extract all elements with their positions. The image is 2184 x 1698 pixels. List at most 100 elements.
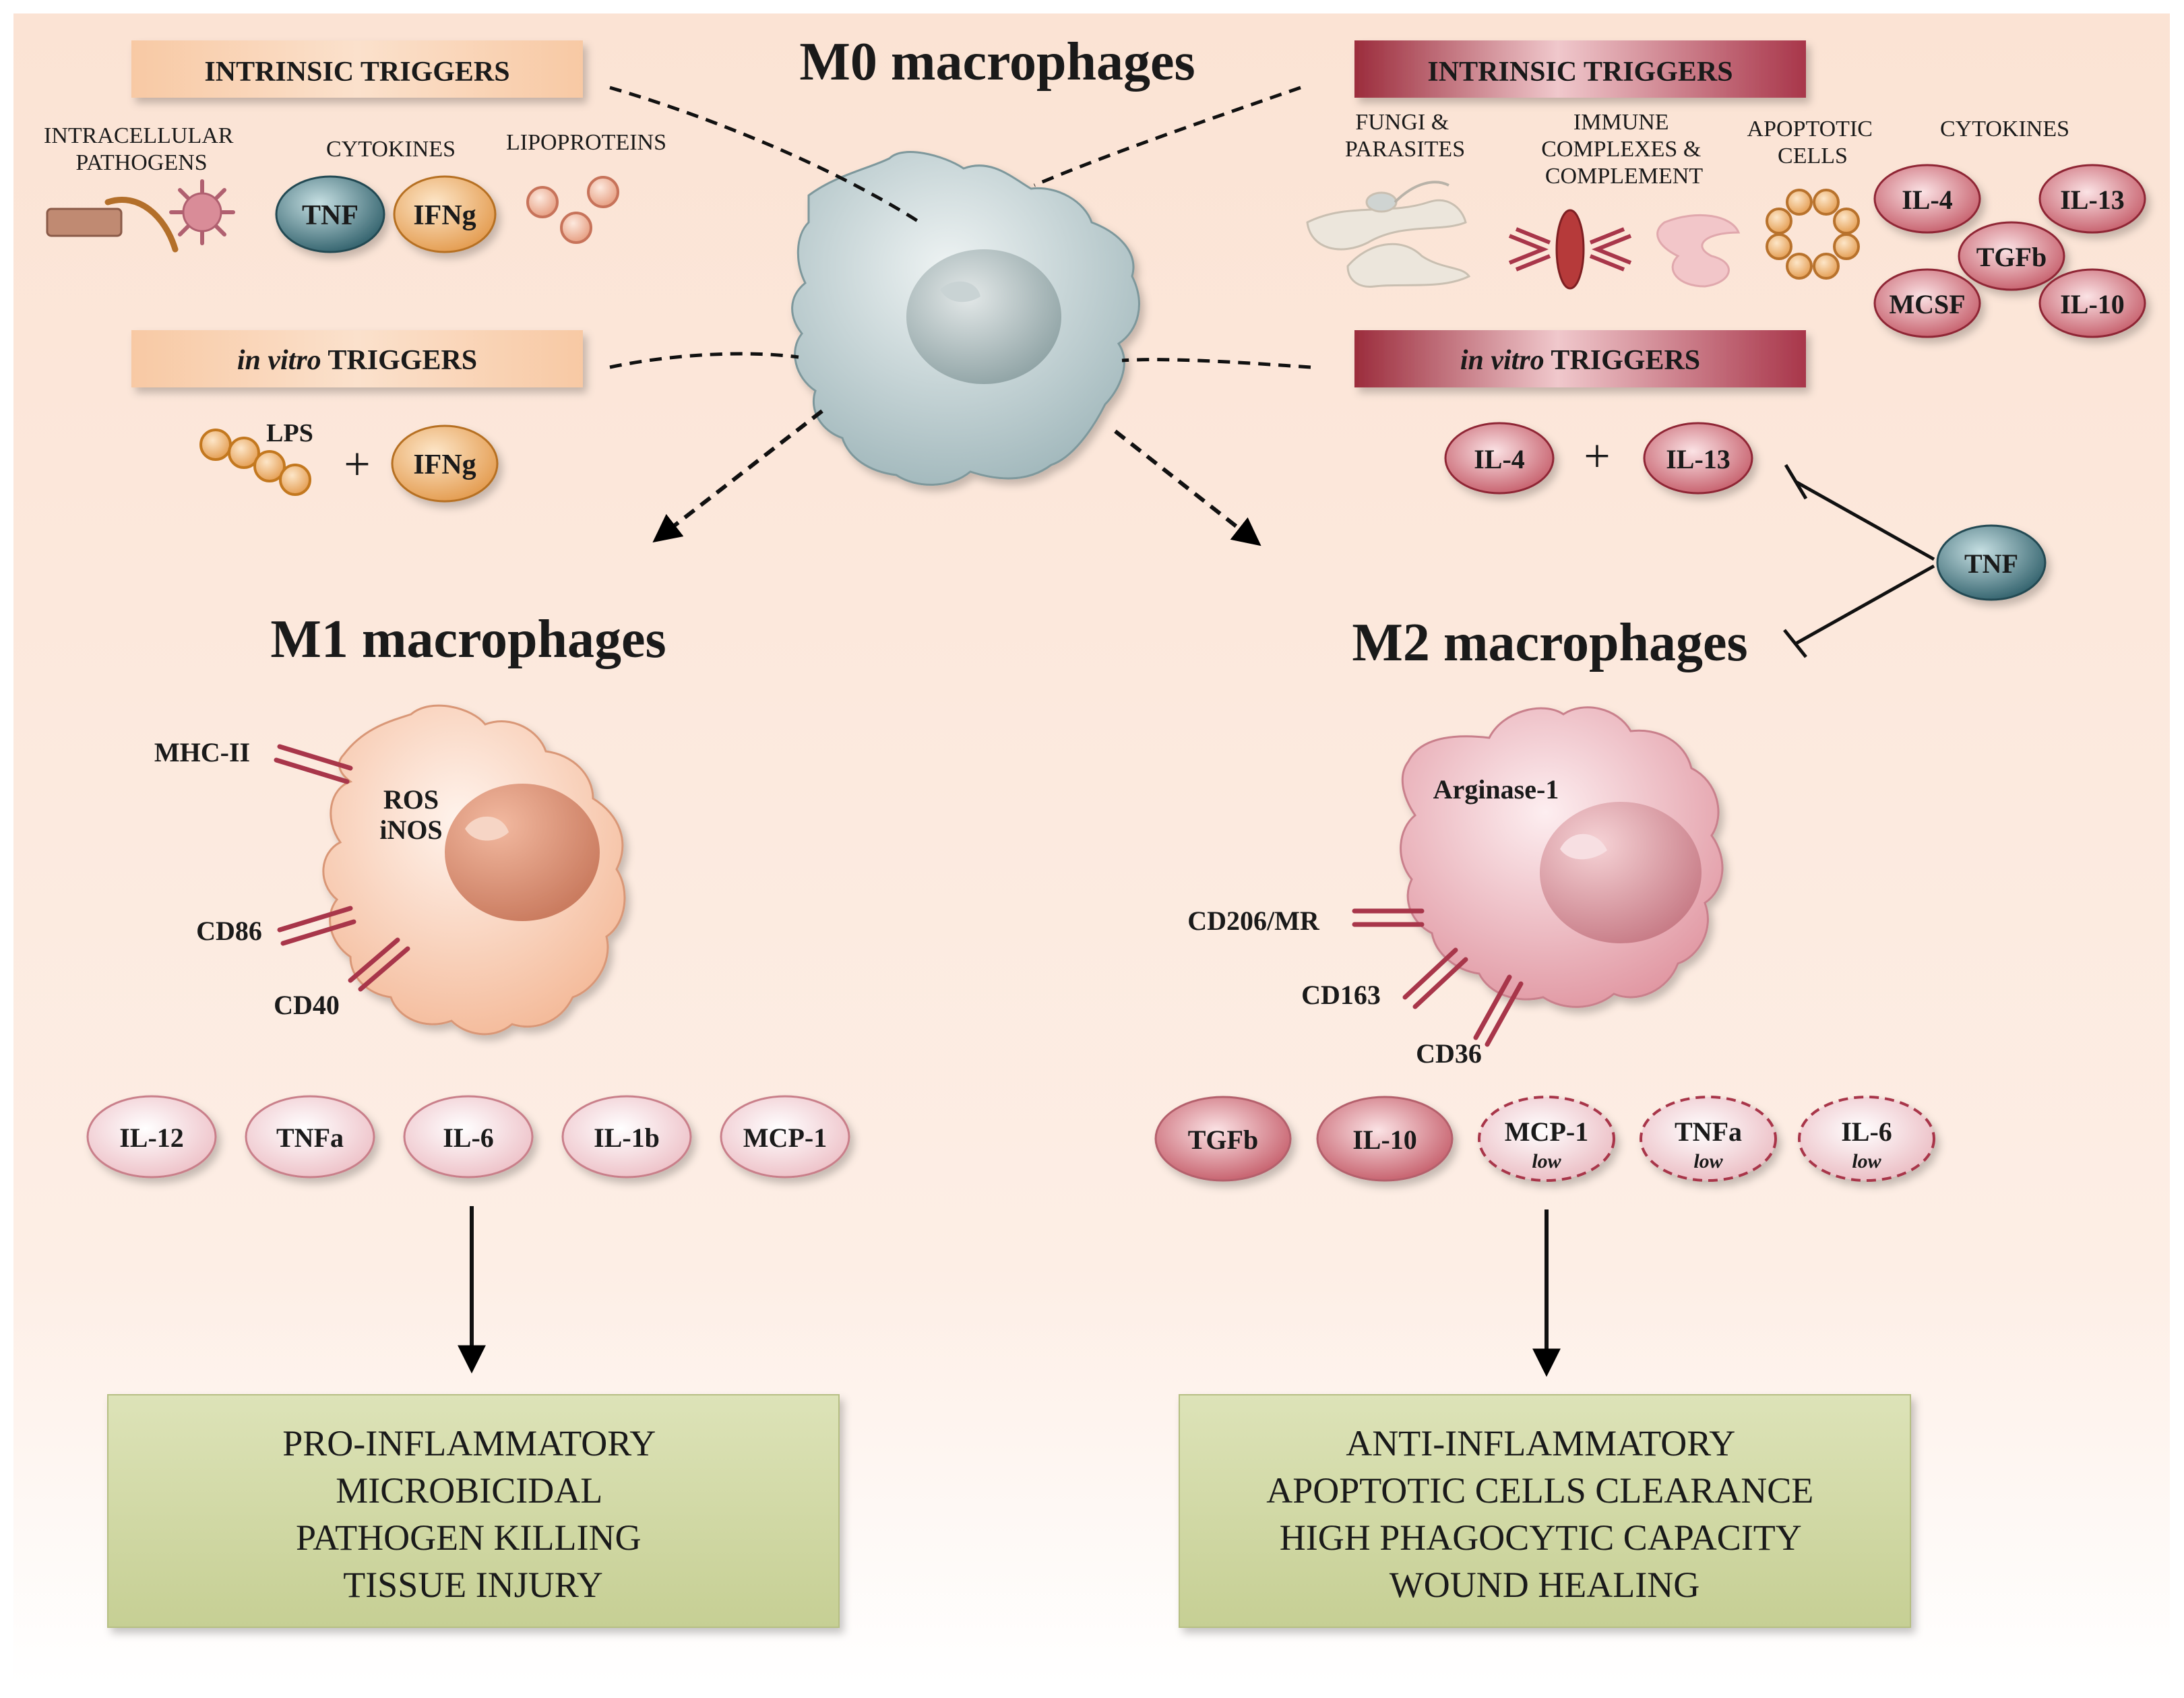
cytokine-il4: IL-4: [1873, 164, 1981, 234]
m1-nucleus: [445, 784, 600, 921]
m2-cd163-label: CD163: [1301, 980, 1381, 1010]
left-cytokines-label: CYTOKINES: [326, 137, 456, 162]
lipoproteins-icon: [526, 176, 619, 244]
svg-text:IL-10: IL-10: [1352, 1125, 1417, 1155]
m1-title: M1 macrophages: [270, 610, 666, 669]
svg-text:TGFb: TGFb: [1976, 242, 2047, 272]
m1-cytokine-il6: IL-6: [403, 1095, 534, 1178]
ifng-badge-invitro: IFNg: [391, 425, 499, 503]
m2-cytokine-mcp1-low: MCP-1 low: [1478, 1096, 1615, 1182]
m1-cytokine-il1b: IL-1b: [561, 1095, 692, 1178]
svg-text:low: low: [1852, 1150, 1881, 1172]
right-intrinsic-triggers-label: INTRINSIC TRIGGERS: [1354, 40, 1806, 98]
svg-text:TNFa: TNFa: [276, 1123, 344, 1153]
m1-mhc-label: MHC-II: [154, 737, 250, 767]
svg-text:in vitro TRIGGERS: in vitro TRIGGERS: [237, 345, 477, 376]
m1-ros-label: ROS: [383, 784, 439, 815]
m2-title: M2 macrophages: [1352, 613, 1747, 672]
right-intrinsic-triggers-text: INTRINSIC TRIGGERS: [1427, 57, 1733, 88]
svg-text:IL-4: IL-4: [1474, 444, 1525, 474]
m2-macrophage-cell: [1400, 706, 1724, 1008]
svg-text:TGFb: TGFb: [1188, 1125, 1258, 1155]
svg-text:MCP-1: MCP-1: [743, 1123, 827, 1153]
immune-complexes-label: IMMUNE COMPLEXES & COMPLEMENT: [1541, 110, 1707, 189]
intracellular-pathogens-label: INTRACELLULAR PATHOGENS: [44, 123, 239, 175]
immune-complexes-icon: [1508, 209, 1741, 290]
cytokine-il10: IL-10: [2038, 268, 2146, 338]
m2-cytokine-tgfb: TGFb: [1154, 1096, 1292, 1182]
ifng-text: IFNg: [413, 200, 476, 231]
right-cytokine-cluster: IL-4 IL-13 TGFb MCSF IL-10: [1873, 164, 2146, 338]
svg-text:IL-4: IL-4: [1902, 185, 1953, 215]
cytokine-il13: IL-13: [2038, 164, 2146, 234]
svg-text:IL-6: IL-6: [443, 1123, 494, 1153]
svg-text:IL-6: IL-6: [1841, 1117, 1892, 1147]
right-invitro-italic: in vitro: [1460, 345, 1545, 376]
fungi-parasites-label: FUNGI & PARASITES: [1345, 110, 1465, 162]
m2-cytokine-tnfa-low: TNFa low: [1640, 1096, 1777, 1182]
m1-cytokine-row: IL-12 TNFa IL-6 IL-1b MCP-1: [86, 1095, 850, 1178]
tnf-text: TNF: [302, 200, 358, 231]
m2-nucleus: [1540, 802, 1702, 943]
m1-outcome-text: PRO-INFLAMMATORY MICROBICIDAL PATHOGEN K…: [282, 1423, 664, 1605]
m1-receptors: [274, 744, 410, 992]
svg-text:low: low: [1693, 1150, 1723, 1172]
cytokine-tgfb: TGFb: [1958, 221, 2065, 291]
m0-title: M0 macrophages: [799, 32, 1195, 92]
m0-nucleus: [906, 249, 1061, 384]
cytokine-mcsf: MCSF: [1873, 268, 1981, 338]
m2-outcome-box: ANTI-INFLAMMATORY APOPTOTIC CELLS CLEARA…: [1179, 1394, 1911, 1628]
m2-cytokine-row: TGFb IL-10 MCP-1 low TNFa low IL-6 low: [1154, 1096, 1935, 1182]
apoptotic-cells-icon: [1766, 189, 1860, 280]
svg-text:IL-10: IL-10: [2060, 289, 2125, 319]
svg-text:IL-1b: IL-1b: [594, 1123, 660, 1153]
left-invitro-rest: TRIGGERS: [321, 345, 477, 376]
svg-text:MCP-1: MCP-1: [1505, 1117, 1588, 1147]
m1-cytokine-mcp1: MCP-1: [720, 1095, 850, 1178]
m1-cytokine-tnfa: TNFa: [245, 1095, 375, 1178]
m0-macrophage-cell: [791, 151, 1140, 486]
m1-cytokine-il12: IL-12: [86, 1095, 217, 1178]
m0-connector-lines: [609, 86, 1311, 369]
lipoproteins-label: LIPOPROTEINS: [506, 130, 666, 155]
tnf-inhibitor-text: TNF: [1964, 548, 2018, 579]
left-intrinsic-triggers-text: INTRINSIC TRIGGERS: [204, 57, 509, 88]
svg-text:low: low: [1532, 1150, 1561, 1172]
lps-icon: [199, 429, 311, 496]
m1-outcome-box: PRO-INFLAMMATORY MICROBICIDAL PATHOGEN K…: [107, 1394, 840, 1628]
m1-cd86-label: CD86: [196, 916, 262, 946]
m2-cytokine-il6-low: IL-6 low: [1798, 1096, 1935, 1182]
svg-text:IL-13: IL-13: [1666, 444, 1730, 474]
ifng-badge: IFNg: [393, 175, 497, 253]
apoptotic-cells-label: APOPTOTIC CELLS: [1747, 117, 1879, 168]
invitro-il13-badge: IL-13: [1643, 422, 1753, 495]
m2-cd206-label: CD206/MR: [1187, 906, 1320, 936]
m1-macrophage-cell: [322, 704, 626, 1036]
lps-label: LPS: [266, 419, 313, 447]
right-plus-sign: +: [1584, 431, 1610, 482]
tnf-badge: TNF: [275, 175, 385, 253]
intracellular-pathogens-icon: [46, 179, 235, 253]
fungi-parasites-icon: [1306, 181, 1471, 288]
m2-cd36-label: CD36: [1416, 1038, 1482, 1069]
right-invitro-rest: TRIGGERS: [1545, 345, 1700, 376]
left-invitro-triggers-label: in vitro TRIGGERS: [131, 330, 583, 387]
tnf-inhibitor: TNF: [1936, 524, 2047, 601]
ifng-invitro-text: IFNg: [413, 449, 476, 480]
m1-inos-label: iNOS: [379, 815, 442, 845]
m0-to-m1-arrow: [652, 409, 823, 543]
left-invitro-italic: in vitro: [237, 345, 321, 376]
svg-text:TNFa: TNFa: [1675, 1117, 1742, 1147]
svg-text:in vitro TRIGGERS: in vitro TRIGGERS: [1460, 345, 1700, 376]
m0-to-m2-arrow: [1114, 429, 1261, 546]
tnf-inhibition-lines: [1783, 464, 1935, 658]
right-cytokines-label: CYTOKINES: [1940, 117, 2069, 142]
svg-text:IL-13: IL-13: [2060, 185, 2125, 215]
m2-arginase-label: Arginase-1: [1433, 774, 1559, 805]
m1-cd40-label: CD40: [274, 990, 340, 1020]
svg-text:MCSF: MCSF: [1889, 289, 1965, 319]
right-invitro-triggers-label: in vitro TRIGGERS: [1354, 330, 1806, 387]
m2-outcome-text: ANTI-INFLAMMATORY APOPTOTIC CELLS CLEARA…: [1266, 1423, 1823, 1605]
m2-receptors: [1352, 908, 1524, 1047]
